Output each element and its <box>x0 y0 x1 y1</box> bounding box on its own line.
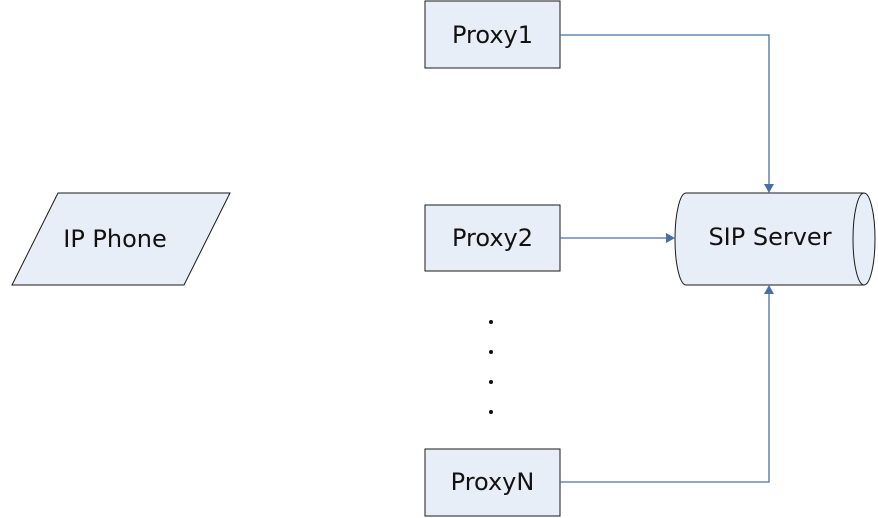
proxy2-label: Proxy2 <box>452 224 533 252</box>
ellipsis-dot <box>489 320 493 324</box>
proxy1-label: Proxy1 <box>452 21 533 49</box>
ip-phone-shape <box>11 192 231 286</box>
proxy1-to-sip-server-arrowhead <box>764 184 774 193</box>
proxy1-node: Proxy1 <box>424 0 561 69</box>
ellipsis-dot <box>489 380 493 384</box>
proxy2-node: Proxy2 <box>424 204 561 272</box>
proxyn-to-sip-server-connector <box>560 294 770 483</box>
proxyn-to-sip-server-arrowhead <box>764 285 774 294</box>
sip-server-label: SIP Server <box>708 223 831 251</box>
proxyn-box <box>424 448 561 517</box>
proxyn-node: ProxyN <box>424 448 561 517</box>
vertical-ellipsis <box>489 320 493 414</box>
proxy1-box <box>424 0 561 69</box>
sip-server-node: SIP Server <box>674 192 876 286</box>
proxy2-box <box>424 204 561 272</box>
proxyn-label: ProxyN <box>451 468 535 496</box>
proxy1-to-sip-server-connector <box>560 34 770 184</box>
ip-phone-label: IP Phone <box>63 225 167 253</box>
ip-phone-node: IP Phone <box>11 192 231 286</box>
ellipsis-dot <box>489 350 493 354</box>
connectors <box>560 34 774 483</box>
ellipsis-dot <box>489 410 493 414</box>
proxy2-to-sip-server-arrowhead <box>666 233 675 243</box>
sip-server-cylinder-cap <box>852 192 865 286</box>
